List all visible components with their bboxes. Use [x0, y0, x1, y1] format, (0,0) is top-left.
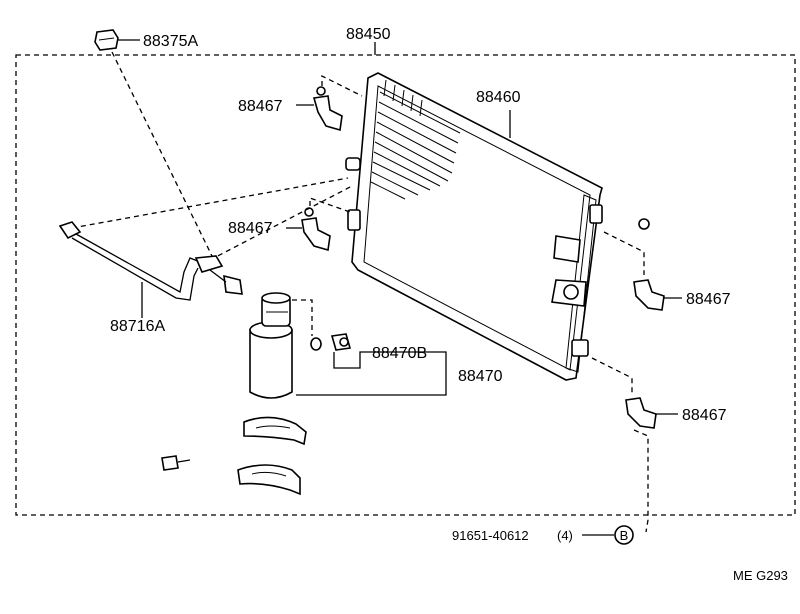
label-plug: 88470B	[372, 345, 427, 362]
dash-bracket-right	[603, 231, 645, 275]
bracket-lower-right-part	[625, 397, 657, 429]
condenser-fins	[370, 79, 461, 200]
label-pipe: 88716A	[110, 318, 165, 335]
label-assembly: 88450	[346, 26, 391, 43]
dash-cap-to-pipe	[111, 51, 213, 257]
dash-bracket-to-bolt	[633, 429, 649, 533]
label-figure-code: ME G293	[733, 568, 788, 583]
dash-pipe-to-condenser	[71, 177, 349, 229]
cap-part	[94, 29, 119, 51]
label-bolt-ref: 91651-40612	[452, 528, 529, 543]
bracket-right-part	[633, 218, 665, 311]
assembly-boundary	[15, 42, 796, 516]
receiver-part	[249, 292, 293, 399]
bolt-marker-letter: B	[620, 528, 629, 543]
bracket-top-part	[312, 86, 343, 132]
plug-part	[310, 333, 352, 351]
label-cap: 88375A	[143, 33, 198, 50]
label-bracket-mid: 88467	[228, 220, 273, 237]
dash-bracket-mid	[309, 197, 351, 213]
dash-bracket-lower-right	[591, 357, 633, 396]
bolt-marker-circle	[614, 525, 634, 545]
label-bracket-right: 88467	[686, 291, 731, 308]
condenser	[345, 72, 603, 381]
dash-receiver-plug	[292, 299, 313, 336]
label-bracket-lower-right: 88467	[682, 407, 727, 424]
dash-bracket-top	[321, 74, 363, 97]
label-condenser: 88460	[476, 89, 521, 106]
bracket-mid-part	[301, 207, 331, 252]
leader-receiver-group	[296, 351, 447, 396]
label-bolt-qty: (4)	[557, 528, 573, 543]
bolt-part	[161, 455, 191, 471]
label-bracket-top: 88467	[238, 98, 283, 115]
pipe-part	[58, 221, 243, 301]
band-lower-part	[237, 464, 301, 496]
label-receiver: 88470	[458, 368, 503, 385]
band-upper-part	[243, 416, 307, 446]
